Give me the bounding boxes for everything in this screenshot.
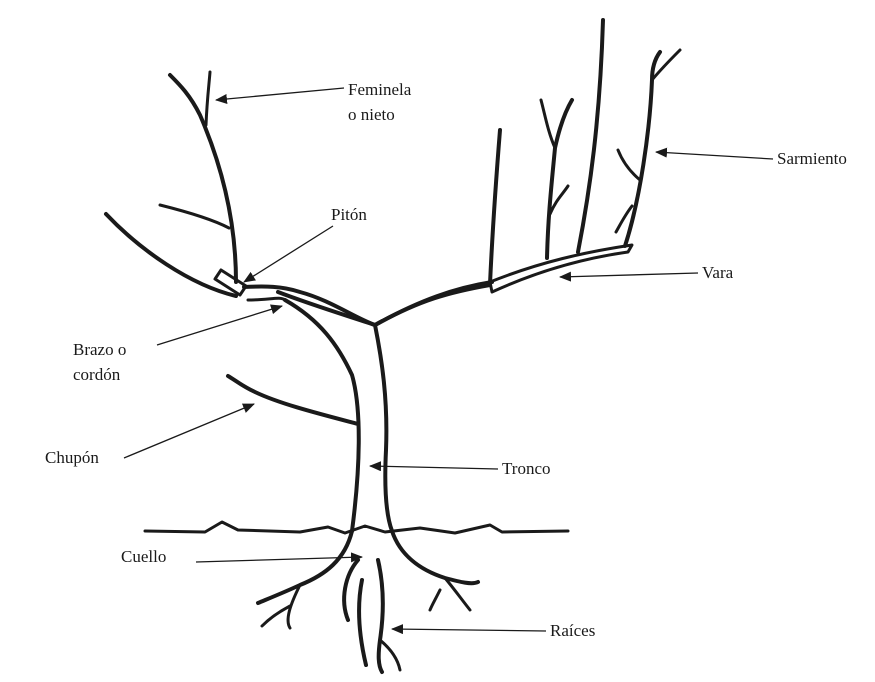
arrow-tronco: [370, 466, 498, 469]
label-chupon: Chupón: [45, 448, 99, 467]
arrow-chupon: [124, 404, 254, 458]
label-vara: Vara: [702, 263, 734, 282]
label-brazo-2: cordón: [73, 365, 121, 384]
label-raices: Raíces: [550, 621, 595, 640]
label-feminela-2: o nieto: [348, 105, 395, 124]
arrow-piton: [244, 226, 333, 282]
ground-line: [145, 522, 568, 533]
arrow-raices: [392, 629, 546, 631]
label-feminela: Feminela: [348, 80, 412, 99]
label-sarmiento: Sarmiento: [777, 149, 847, 168]
right-arm: [375, 20, 680, 325]
feminela-branch: [106, 72, 236, 296]
label-brazo: Brazo o: [73, 340, 126, 359]
arrow-vara: [560, 273, 698, 277]
vara-cane: [490, 245, 632, 292]
chupon-branch: [228, 376, 358, 424]
arrow-sarmiento: [656, 152, 773, 159]
arrow-brazo: [157, 306, 282, 345]
label-cuello: Cuello: [121, 547, 166, 566]
roots: [258, 531, 478, 672]
label-tronco: Tronco: [502, 459, 551, 478]
label-piton: Pitón: [331, 205, 367, 224]
arrow-feminela: [216, 88, 344, 100]
